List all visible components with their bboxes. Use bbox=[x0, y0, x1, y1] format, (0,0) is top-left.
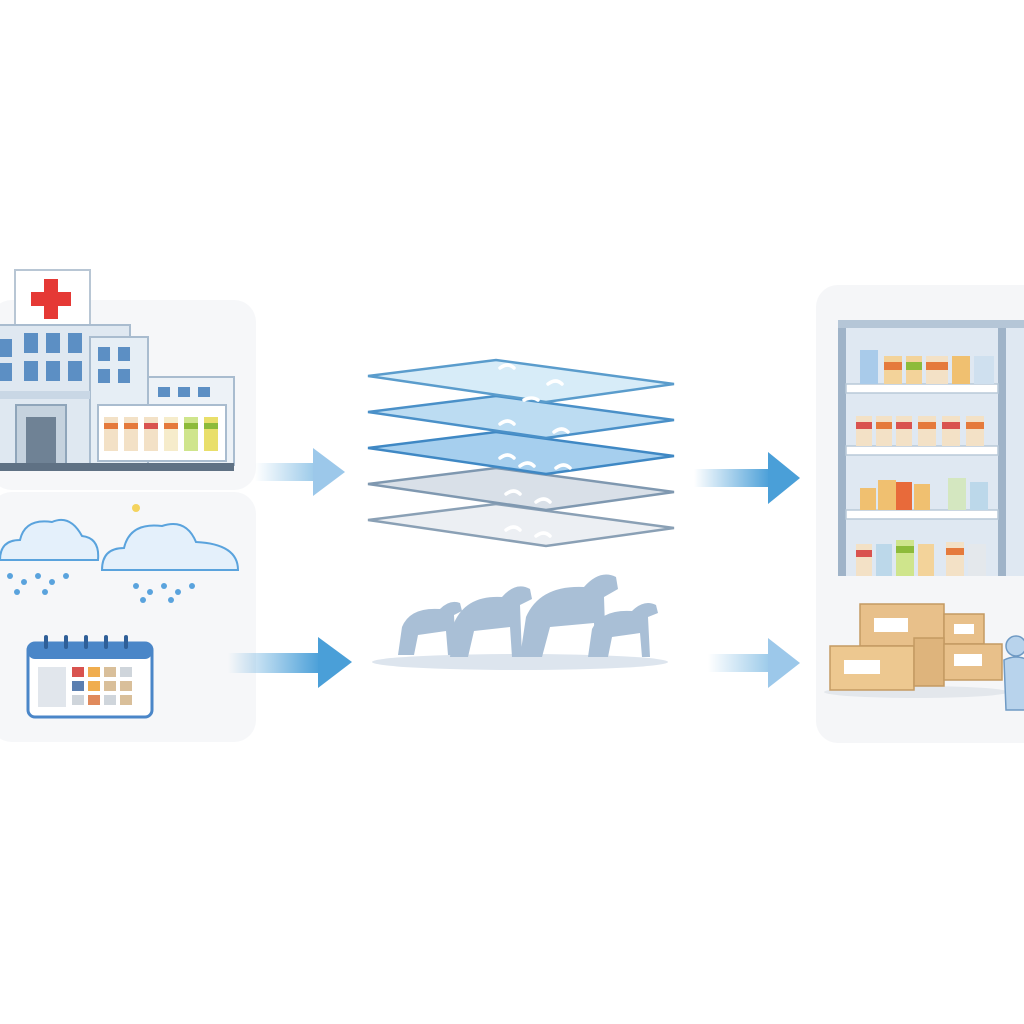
calendar-icon bbox=[26, 635, 154, 719]
layered-stack-icon bbox=[367, 358, 675, 548]
arrow-model-to-shelves bbox=[694, 452, 800, 504]
stock-boxes-icon bbox=[824, 603, 1024, 711]
arrow-calendar-to-model bbox=[228, 637, 352, 688]
rain-cloud-icon bbox=[0, 504, 240, 603]
stack-layer bbox=[367, 358, 675, 404]
arrow-hospital-to-model bbox=[255, 448, 345, 496]
stack-layer bbox=[367, 430, 675, 476]
stack-layer bbox=[367, 394, 675, 440]
stack-layer bbox=[367, 502, 675, 548]
stack-layer bbox=[367, 466, 675, 512]
arrow-model-to-inventory bbox=[708, 638, 800, 688]
animal-silhouettes-icon bbox=[372, 574, 668, 670]
hospital-pharmacy-icon bbox=[0, 269, 235, 471]
pharmacy-shelves-icon bbox=[838, 320, 1024, 576]
